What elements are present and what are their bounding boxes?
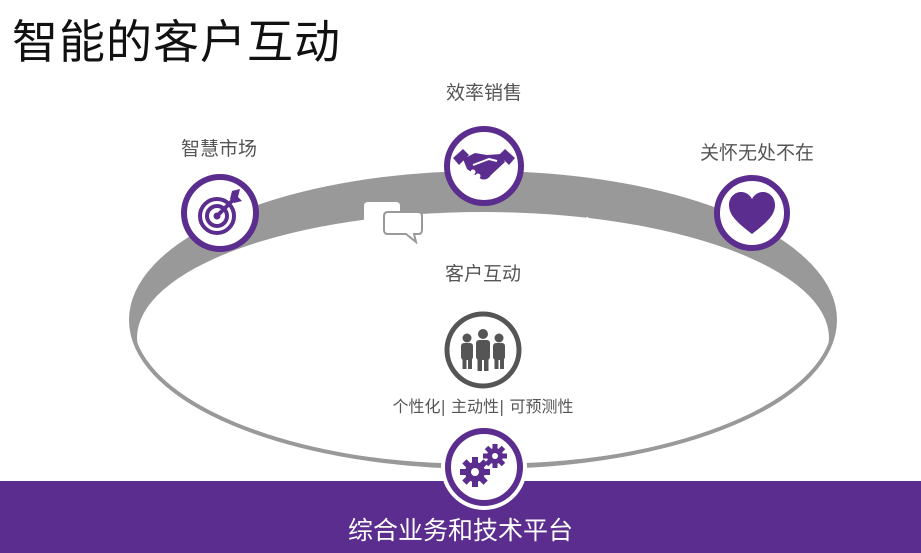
label-social: 针对每个人的社交 [438,215,598,239]
label-efficient-sales: 效率销售 [445,82,523,104]
heart-icon [714,175,790,251]
gears-icon [441,424,527,510]
handshake-icon [444,126,524,206]
people-icon [444,311,522,389]
label-customer-interaction: 客户互动 [444,263,522,285]
platform-label: 综合业务和技术平台 [347,516,574,545]
label-smart-marketing: 智慧市场 [180,138,258,160]
page-title: 智能的客户互动 [12,15,341,69]
target-icon [181,174,259,252]
label-care-everywhere: 关怀无处不在 [699,142,815,164]
chat-bubbles-icon [364,202,423,244]
label-traits: 个性化| 主动性| 可预测性 [392,397,574,416]
